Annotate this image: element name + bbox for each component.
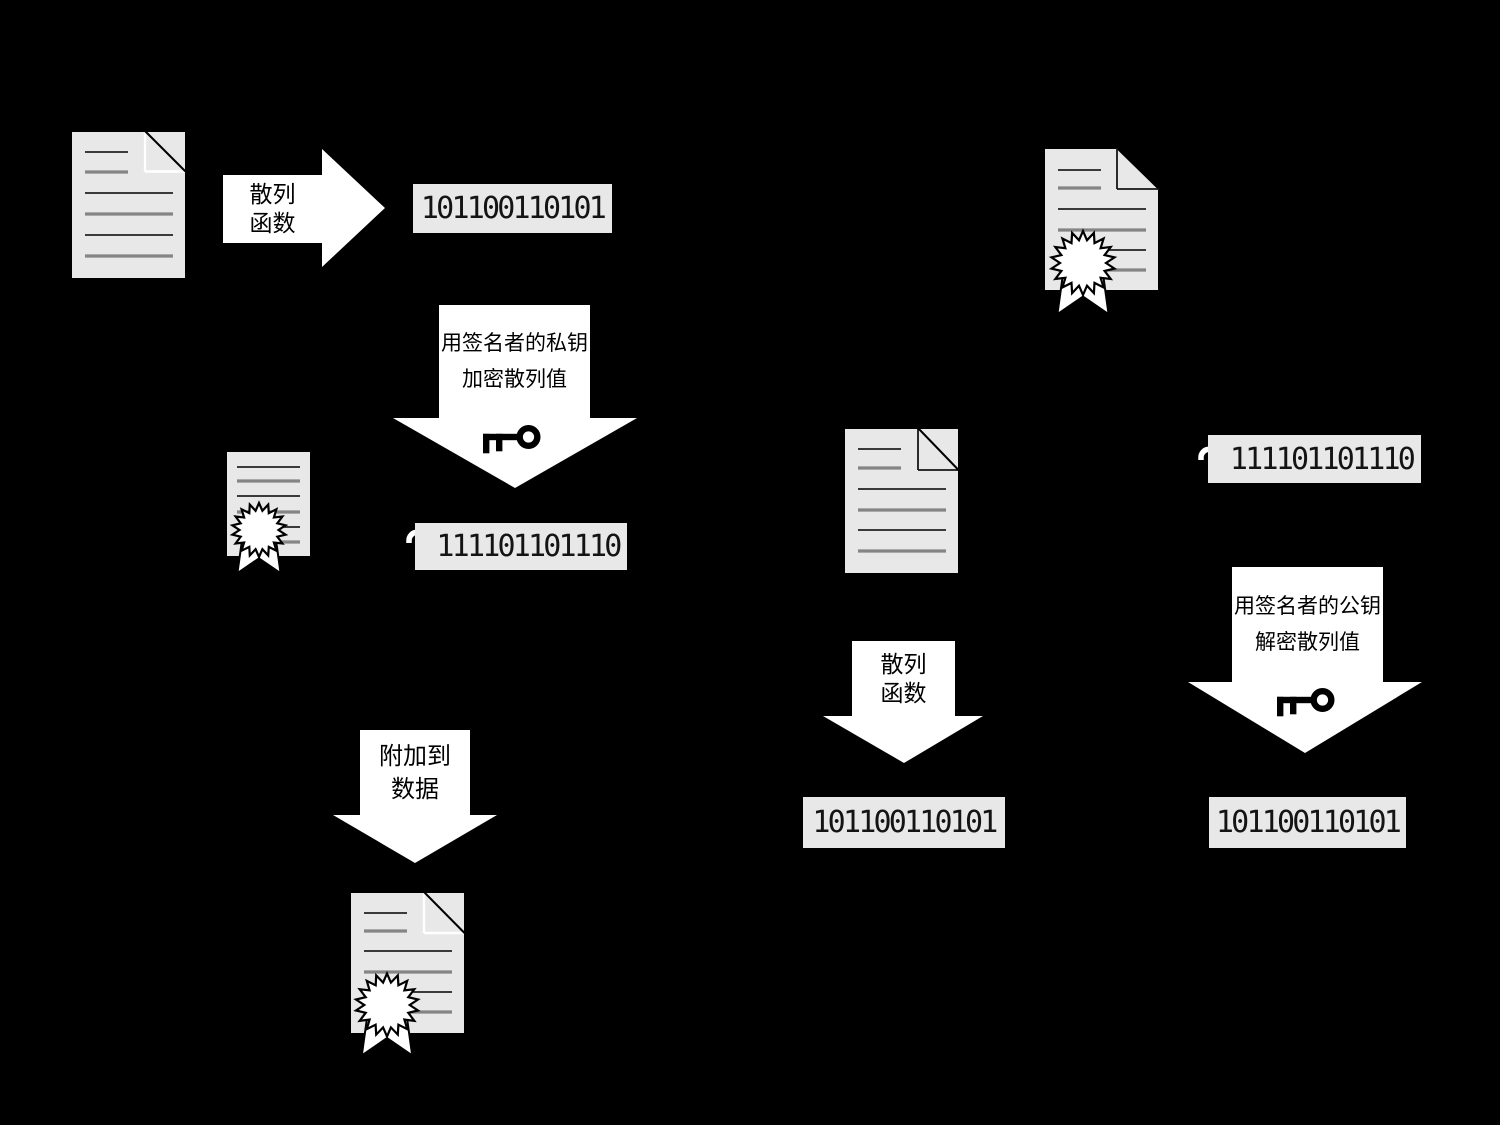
certificate-icon	[225, 450, 312, 576]
hash-function-label: 散列 函数	[223, 175, 322, 243]
signed-document-icon	[349, 891, 466, 1058]
decrypted-hash-box: 101100110101	[1209, 797, 1406, 848]
decrypt-with-public-key-arrow	[1188, 567, 1422, 753]
append-to-data-arrow	[333, 730, 497, 863]
label-line: 用签名者的公钥	[1234, 594, 1381, 618]
source-document-icon	[70, 130, 187, 280]
hash-function-arrow	[823, 641, 983, 763]
label-line: 附加到	[379, 742, 451, 770]
append-to-data-label: 附加到 数据	[360, 730, 470, 815]
encrypted-hash-box: 111101101110	[1208, 435, 1421, 483]
hash-function-label: 散列 函数	[852, 641, 955, 716]
hash-function-arrow	[223, 149, 385, 267]
computed-hash-box: 101100110101	[803, 797, 1005, 848]
encrypt-with-private-key-label: 用签名者的私钥 加密散列值	[439, 305, 590, 418]
certificate-document-icon	[1043, 147, 1160, 317]
label-line: 解密散列值	[1255, 630, 1360, 654]
hash-value-box: 101100110101	[413, 184, 612, 233]
encrypted-hash-box: 111101101110	[415, 523, 627, 570]
seal-icon	[353, 970, 421, 1040]
encrypt-with-private-key-arrow	[393, 305, 637, 488]
label-line: 数据	[391, 775, 439, 803]
seal-icon	[1048, 228, 1118, 298]
label-line: 散列	[880, 650, 927, 677]
label-line: 函数	[249, 210, 296, 236]
decrypt-with-public-key-label: 用签名者的公钥 解密散列值	[1232, 567, 1383, 682]
label-line: 加密散列值	[462, 367, 567, 391]
label-line: 用签名者的私钥	[441, 331, 588, 355]
label-line: 函数	[880, 679, 927, 706]
data-document-icon	[843, 427, 960, 575]
seal-icon	[229, 500, 289, 560]
label-line: 散列	[249, 181, 296, 207]
